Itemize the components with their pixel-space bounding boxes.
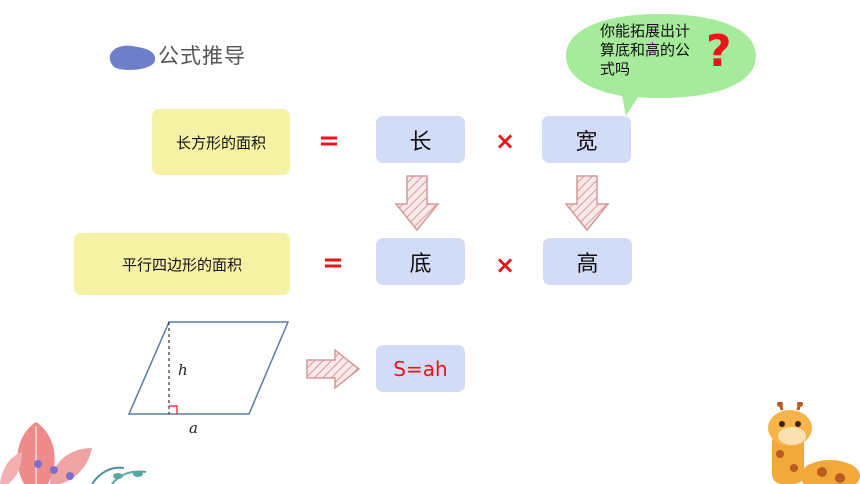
giraffe-mascot-icon: [768, 402, 860, 484]
formula-box: S=ah: [376, 345, 465, 392]
bubble-line-1: 你能拓展出计: [600, 22, 691, 40]
width-box: 宽: [542, 116, 631, 163]
question-mark-icon: ?: [706, 26, 732, 77]
speech-bubble: [566, 14, 756, 116]
bubble-text: 你能拓展出计 算底和高的公 式吗: [600, 22, 730, 79]
times-sign-1: ×: [494, 127, 516, 155]
equals-sign-1: =: [318, 126, 340, 156]
title-blob-icon: [109, 45, 156, 70]
equals-sign-2: =: [322, 248, 344, 278]
base-box: 底: [376, 238, 465, 285]
section-title: 公式推导: [158, 44, 246, 68]
parallelogram-figure: [127, 321, 290, 415]
down-arrow-icon-1: [394, 175, 440, 232]
times-sign-2: ×: [494, 251, 516, 279]
down-arrow-icon-2: [564, 175, 610, 232]
bubble-line-2: 算底和高的公: [600, 41, 691, 59]
bubble-line-3: 式吗: [600, 60, 631, 78]
height-label: h: [178, 361, 188, 379]
rectangle-area-label: 长方形的面积: [152, 109, 290, 175]
right-arrow-icon: [306, 348, 361, 390]
base-label: a: [189, 419, 198, 437]
length-box: 长: [376, 116, 465, 163]
height-box: 高: [543, 238, 632, 285]
leaf-decoration-icon: [0, 422, 147, 484]
parallelogram-area-label: 平行四边形的面积: [74, 233, 290, 295]
